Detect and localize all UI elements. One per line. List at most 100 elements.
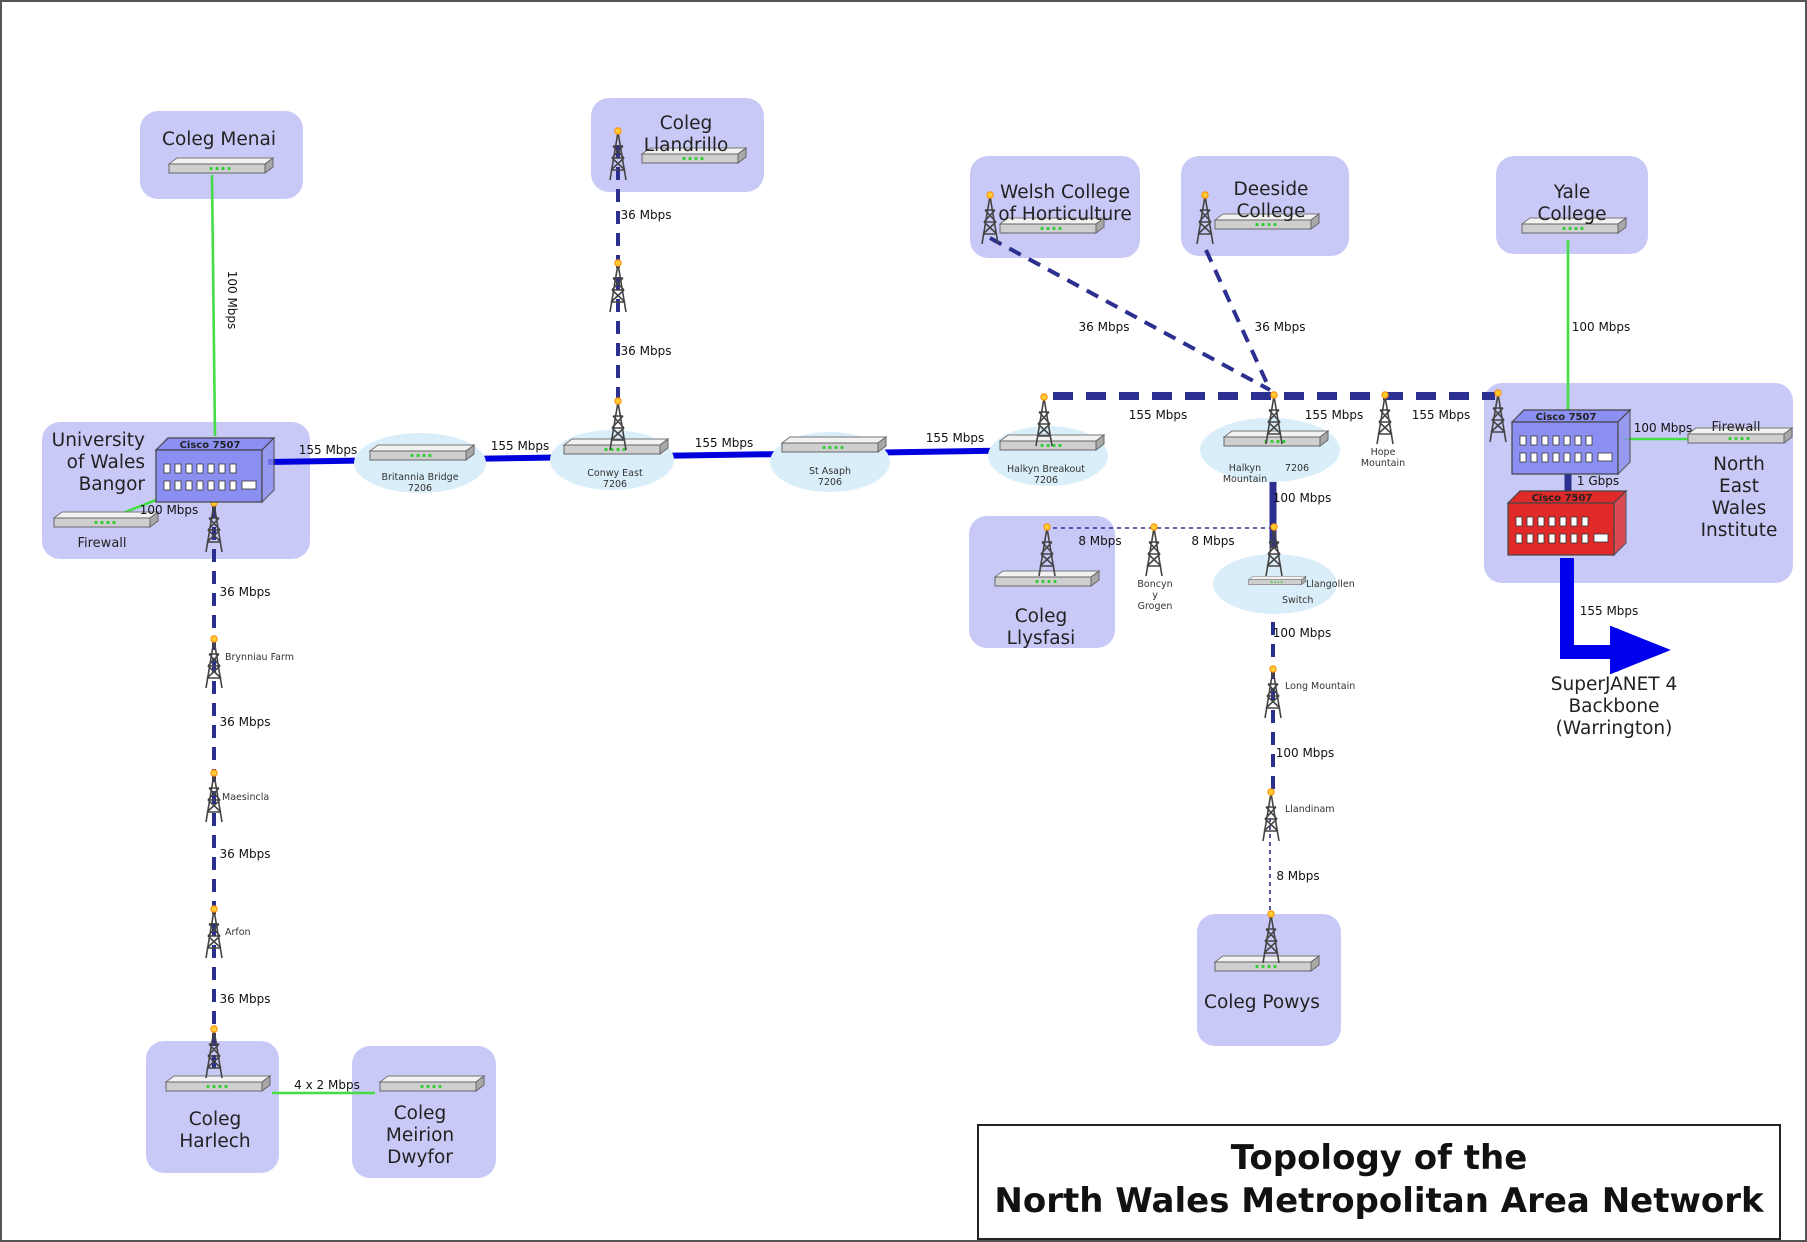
node-label-conwy-line-1: Conwy East — [587, 468, 643, 479]
node-label-halkynm-line-2: Mountain — [1223, 474, 1267, 485]
link-label-l_south1: 36 Mbps — [220, 585, 271, 599]
link-label-l_east1: 155 Mbps — [1129, 408, 1188, 422]
switch-menai-icon — [168, 157, 274, 174]
site-label-powys-line-1: Coleg Powys — [1204, 992, 1320, 1013]
site-label-welsh-line-2: of Horticulture — [998, 204, 1132, 225]
switch-meirion-icon — [379, 1075, 485, 1092]
node-label-brynniau-line-1: Brynniau Farm — [225, 652, 294, 663]
link-label-l_8b: 8 Mbps — [1191, 534, 1234, 548]
site-label-bangor-line-2: of Wales — [67, 452, 145, 473]
site-box-harlech — [146, 1041, 279, 1173]
superjanet-label-line-3: (Warrington) — [1556, 718, 1673, 739]
switch-harlech-icon — [165, 1075, 271, 1092]
node-label-arfon-line-1: Arfon — [225, 927, 251, 938]
node-label-hope-line-2: Mountain — [1361, 458, 1405, 469]
site-label-menai-line-1: Coleg Menai — [162, 129, 276, 150]
site-box-llandrillo — [591, 98, 764, 192]
node-label-llangollen-line-2: Switch — [1282, 595, 1313, 606]
switch-britannia-icon — [369, 444, 475, 461]
node-label-halkynb-line-2: 7206 — [1034, 475, 1058, 486]
tower-boncyn-icon — [1145, 522, 1163, 577]
link-label-l_1g: 1 Gbps — [1577, 474, 1619, 488]
node-label-boncyn-line-1: Boncyn — [1137, 579, 1172, 590]
site-label-yale-line-1: Yale — [1553, 182, 1591, 203]
link-label-l_south4: 36 Mbps — [220, 992, 271, 1006]
site-label-meirion-line-1: Coleg — [394, 1103, 447, 1124]
node-label-llangollen-line-1: Llangollen — [1306, 579, 1355, 590]
site-label-meirion-line-3: Dwyfor — [387, 1147, 453, 1168]
link-label-l_bangor_fw: 100 Mbps — [140, 503, 199, 517]
node-label-maesincla-line-1: Maesincla — [222, 792, 269, 803]
site-label-harlech-line-2: Harlech — [179, 1131, 250, 1152]
node-label-stasaph-line-2: 7206 — [818, 477, 842, 488]
link-label-l_llan1: 36 Mbps — [621, 208, 672, 222]
site-label-llandrillo-line-2: Llandrillo — [644, 135, 729, 156]
site-label-harlech-line-1: Coleg — [189, 1109, 242, 1130]
node-label-boncyn-line-3: Grogen — [1138, 601, 1173, 612]
firewall-bangor-label: Firewall — [77, 536, 126, 551]
router-bangor: Cisco 7507 — [154, 436, 276, 504]
link-label-l_yale: 100 Mbps — [1572, 320, 1631, 334]
network-links — [104, 145, 1690, 1095]
router-label: Cisco 7507 — [1532, 493, 1593, 504]
node-label-britannia-line-1: Britannia Bridge — [381, 472, 458, 483]
link-label-l_newi_fw: 100 Mbps — [1634, 421, 1693, 435]
diagram-title-line-1: Topology of the — [1230, 1138, 1528, 1178]
node-label-llandinam-line-1: Llandinam — [1285, 804, 1335, 815]
node-label-longmtn-line-1: Long Mountain — [1285, 681, 1355, 692]
node-label-hope-line-1: Hope — [1371, 447, 1396, 458]
link-label-l_bb2: 155 Mbps — [491, 439, 550, 453]
link-label-l_east2: 155 Mbps — [1305, 408, 1364, 422]
link-label-l_menai: 100 Mbps — [225, 271, 239, 330]
link-label-l_hm_ll: 100 Mbps — [1273, 491, 1332, 505]
link-label-l_bb4: 155 Mbps — [926, 431, 985, 445]
site-label-newi-line-4: Institute — [1701, 520, 1778, 541]
link-label-l_ld_pw: 8 Mbps — [1276, 869, 1319, 883]
router-newi-red: Cisco 7507 — [1506, 489, 1628, 557]
link-label-l_bb1: 155 Mbps — [299, 443, 358, 457]
node-label-boncyn-line-2: y — [1152, 590, 1158, 601]
link-label-l_deeside: 36 Mbps — [1255, 320, 1306, 334]
switch-llysfasi-icon — [994, 570, 1100, 587]
link-label-l_bb3: 155 Mbps — [695, 436, 754, 450]
switch-powys-icon — [1214, 955, 1320, 972]
site-label-newi-line-3: Wales — [1712, 498, 1767, 519]
superjanet-label-line-2: Backbone — [1568, 696, 1659, 717]
link-label-l_lm_ld: 100 Mbps — [1276, 746, 1335, 760]
node-label-halkynm-line-1: Halkyn — [1229, 463, 1261, 474]
link-label-l_south3: 36 Mbps — [220, 847, 271, 861]
router-label: Cisco 7507 — [180, 440, 241, 451]
site-boxes — [42, 98, 1793, 1178]
switch-stasaph-icon — [781, 436, 887, 453]
switch-conwy-icon — [563, 438, 669, 455]
node-label-halkynm_model-line-1: 7206 — [1285, 463, 1309, 474]
link-welsh-halkyn — [989, 236, 1271, 392]
site-label-deeside-line-1: Deeside — [1234, 179, 1309, 200]
site-box-menai — [140, 111, 303, 199]
link-label-l_llan2: 36 Mbps — [621, 344, 672, 358]
site-label-deeside-line-2: College — [1236, 201, 1305, 222]
node-label-britannia-line-2: 7206 — [408, 483, 432, 494]
node-halo-halkynm — [1200, 418, 1340, 482]
site-label-llysfasi-line-1: Coleg — [1015, 606, 1068, 627]
site-label-bangor-line-1: University — [52, 430, 145, 451]
link-label-l_ll_lm: 100 Mbps — [1273, 626, 1332, 640]
switch-llangollen-icon — [1248, 576, 1307, 585]
link-label-l_south2: 36 Mbps — [220, 715, 271, 729]
site-label-meirion-line-2: Meirion — [386, 1125, 454, 1146]
link-label-l_harlech: 4 x 2 Mbps — [294, 1078, 360, 1092]
link-label-l_8a: 8 Mbps — [1078, 534, 1121, 548]
site-label-llandrillo-line-1: Coleg — [660, 113, 713, 134]
site-label-newi-line-1: North — [1713, 454, 1765, 475]
node-label-stasaph-line-1: St Asaph — [809, 466, 851, 477]
node-label-halkynb-line-1: Halkyn Breakout — [1007, 464, 1085, 475]
site-box-powys — [1197, 914, 1341, 1046]
site-label-welsh-line-1: Welsh College — [1000, 182, 1130, 203]
link-label-l_east3: 155 Mbps — [1412, 408, 1471, 422]
node-label-conwy-line-2: 7206 — [603, 479, 627, 490]
link-label-l_sj: 155 Mbps — [1580, 604, 1639, 618]
site-label-yale-line-2: College — [1537, 204, 1606, 225]
